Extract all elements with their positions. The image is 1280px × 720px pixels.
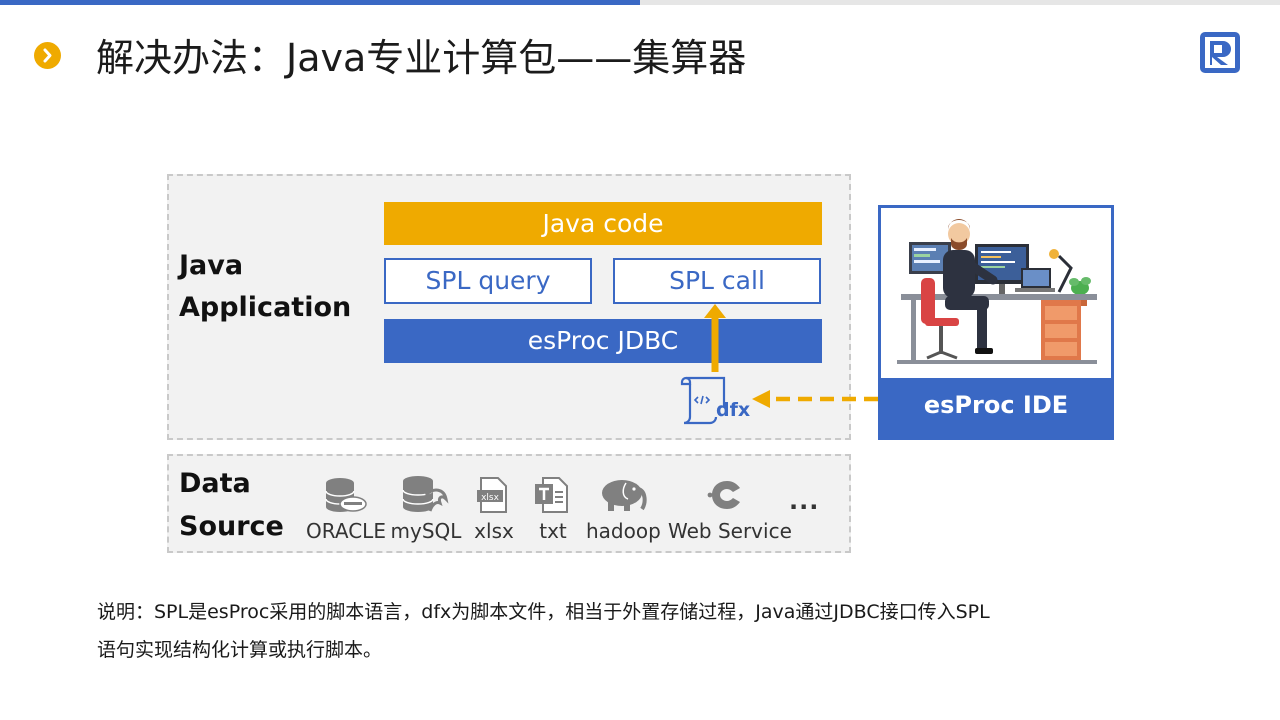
- java-application-label-2: Application: [179, 292, 352, 323]
- oracle-label: ORACLE: [306, 519, 386, 543]
- data-source-label-2: Source: [179, 511, 284, 542]
- java-code-bar: Java code: [384, 202, 822, 245]
- esproc-ide-box: esProc IDE: [878, 205, 1114, 440]
- esproc-ide-label: esProc IDE: [923, 391, 1069, 419]
- dfx-script-icon: [680, 373, 750, 429]
- data-source-label-1: Data: [179, 468, 251, 499]
- up-arrow: [704, 304, 726, 372]
- hadoop-elephant-icon: [598, 477, 648, 513]
- oracle-database-icon: [324, 475, 368, 515]
- r-logo-icon: [1199, 31, 1241, 74]
- mysql-database-icon: [400, 473, 450, 515]
- note-line-1: 说明：SPL是esProc采用的脚本语言，dfx为脚本文件，相当于外置存储过程，…: [97, 601, 990, 623]
- dashed-arrow: [752, 390, 878, 408]
- txt-label: txt: [539, 519, 567, 543]
- note-line-2: 语句实现结构化计算或执行脚本。: [97, 639, 383, 661]
- dfx-label: dfx: [716, 399, 751, 421]
- top-accent-bar-light: [640, 0, 1280, 5]
- page-title: 解决办法：Java专业计算包——集算器: [96, 36, 747, 80]
- more-ellipsis: ...: [789, 487, 820, 515]
- top-accent-bar: [0, 0, 640, 5]
- developer-illustration: [881, 208, 1111, 378]
- hadoop-label: hadoop: [586, 519, 661, 543]
- mysql-label: mySQL: [390, 519, 462, 543]
- spl-query-box: SPL query: [384, 258, 592, 304]
- chevron-right-icon: [34, 42, 61, 69]
- xlsx-label: xlsx: [474, 519, 514, 543]
- xlsx-file-icon: xlsx: [476, 476, 510, 514]
- web-service-icon: [706, 477, 748, 513]
- svg-text:xlsx: xlsx: [481, 493, 500, 503]
- web-service-label: Web Service: [668, 519, 792, 543]
- java-application-label-1: Java: [179, 250, 244, 281]
- txt-file-icon: [533, 476, 569, 514]
- spl-call-box: SPL call: [613, 258, 821, 304]
- esproc-jdbc-bar: esProc JDBC: [384, 319, 822, 363]
